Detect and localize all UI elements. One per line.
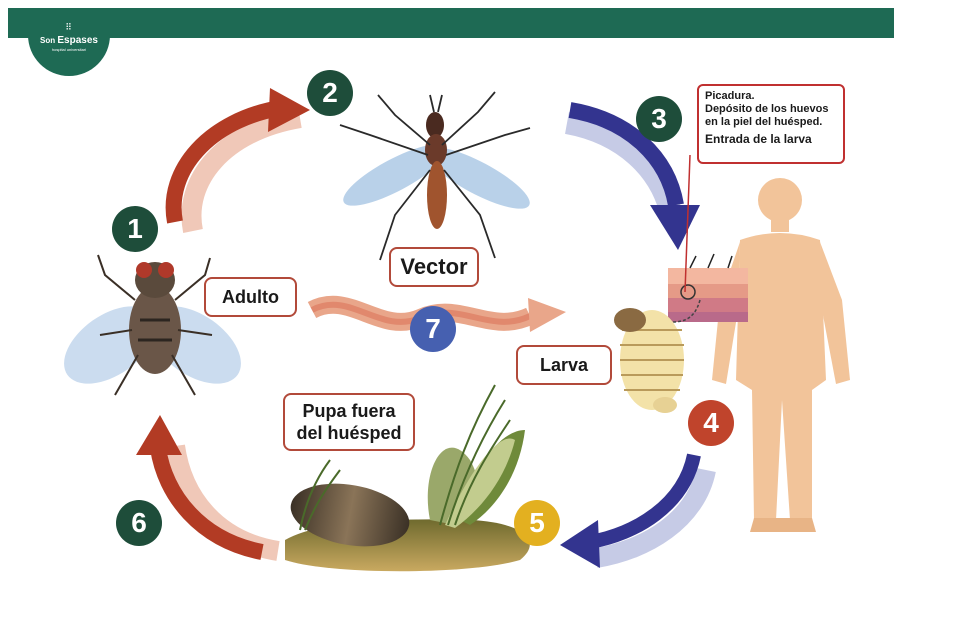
step-6-badge: 6 bbox=[116, 500, 162, 546]
pupa-label-line-1: Pupa fuera bbox=[285, 400, 413, 422]
step-5-badge: 5 bbox=[514, 500, 560, 546]
arrow-larva-to-pupa bbox=[560, 455, 706, 568]
human-host-silhouette bbox=[712, 178, 850, 532]
vector-label: Vector bbox=[389, 247, 479, 287]
mosquito-vector-illustration bbox=[336, 92, 536, 260]
step-3-badge: 3 bbox=[636, 96, 682, 142]
bite-callout: Picadura. Depósito de los huevos en la p… bbox=[697, 84, 845, 164]
larva-illustration bbox=[614, 308, 684, 413]
arrow-vector-to-host bbox=[567, 110, 700, 250]
adult-label: Adulto bbox=[204, 277, 297, 317]
larva-label: Larva bbox=[516, 345, 612, 385]
callout-line-1: Picadura. bbox=[705, 90, 837, 103]
callout-line-3: en la piel del huésped. bbox=[705, 116, 837, 129]
step-4-badge: 4 bbox=[688, 400, 734, 446]
callout-line-2: Depósito de los huevos bbox=[705, 103, 837, 116]
step-7-badge: 7 bbox=[410, 306, 456, 352]
callout-line-4: Entrada de la larva bbox=[705, 133, 837, 146]
pupa-label-line-2: del huésped bbox=[285, 422, 413, 444]
arrow-adult-to-vector bbox=[174, 88, 310, 231]
step-2-badge: 2 bbox=[307, 70, 353, 116]
step-1-badge: 1 bbox=[112, 206, 158, 252]
pupa-label: Pupa fuera del huésped bbox=[283, 393, 415, 451]
